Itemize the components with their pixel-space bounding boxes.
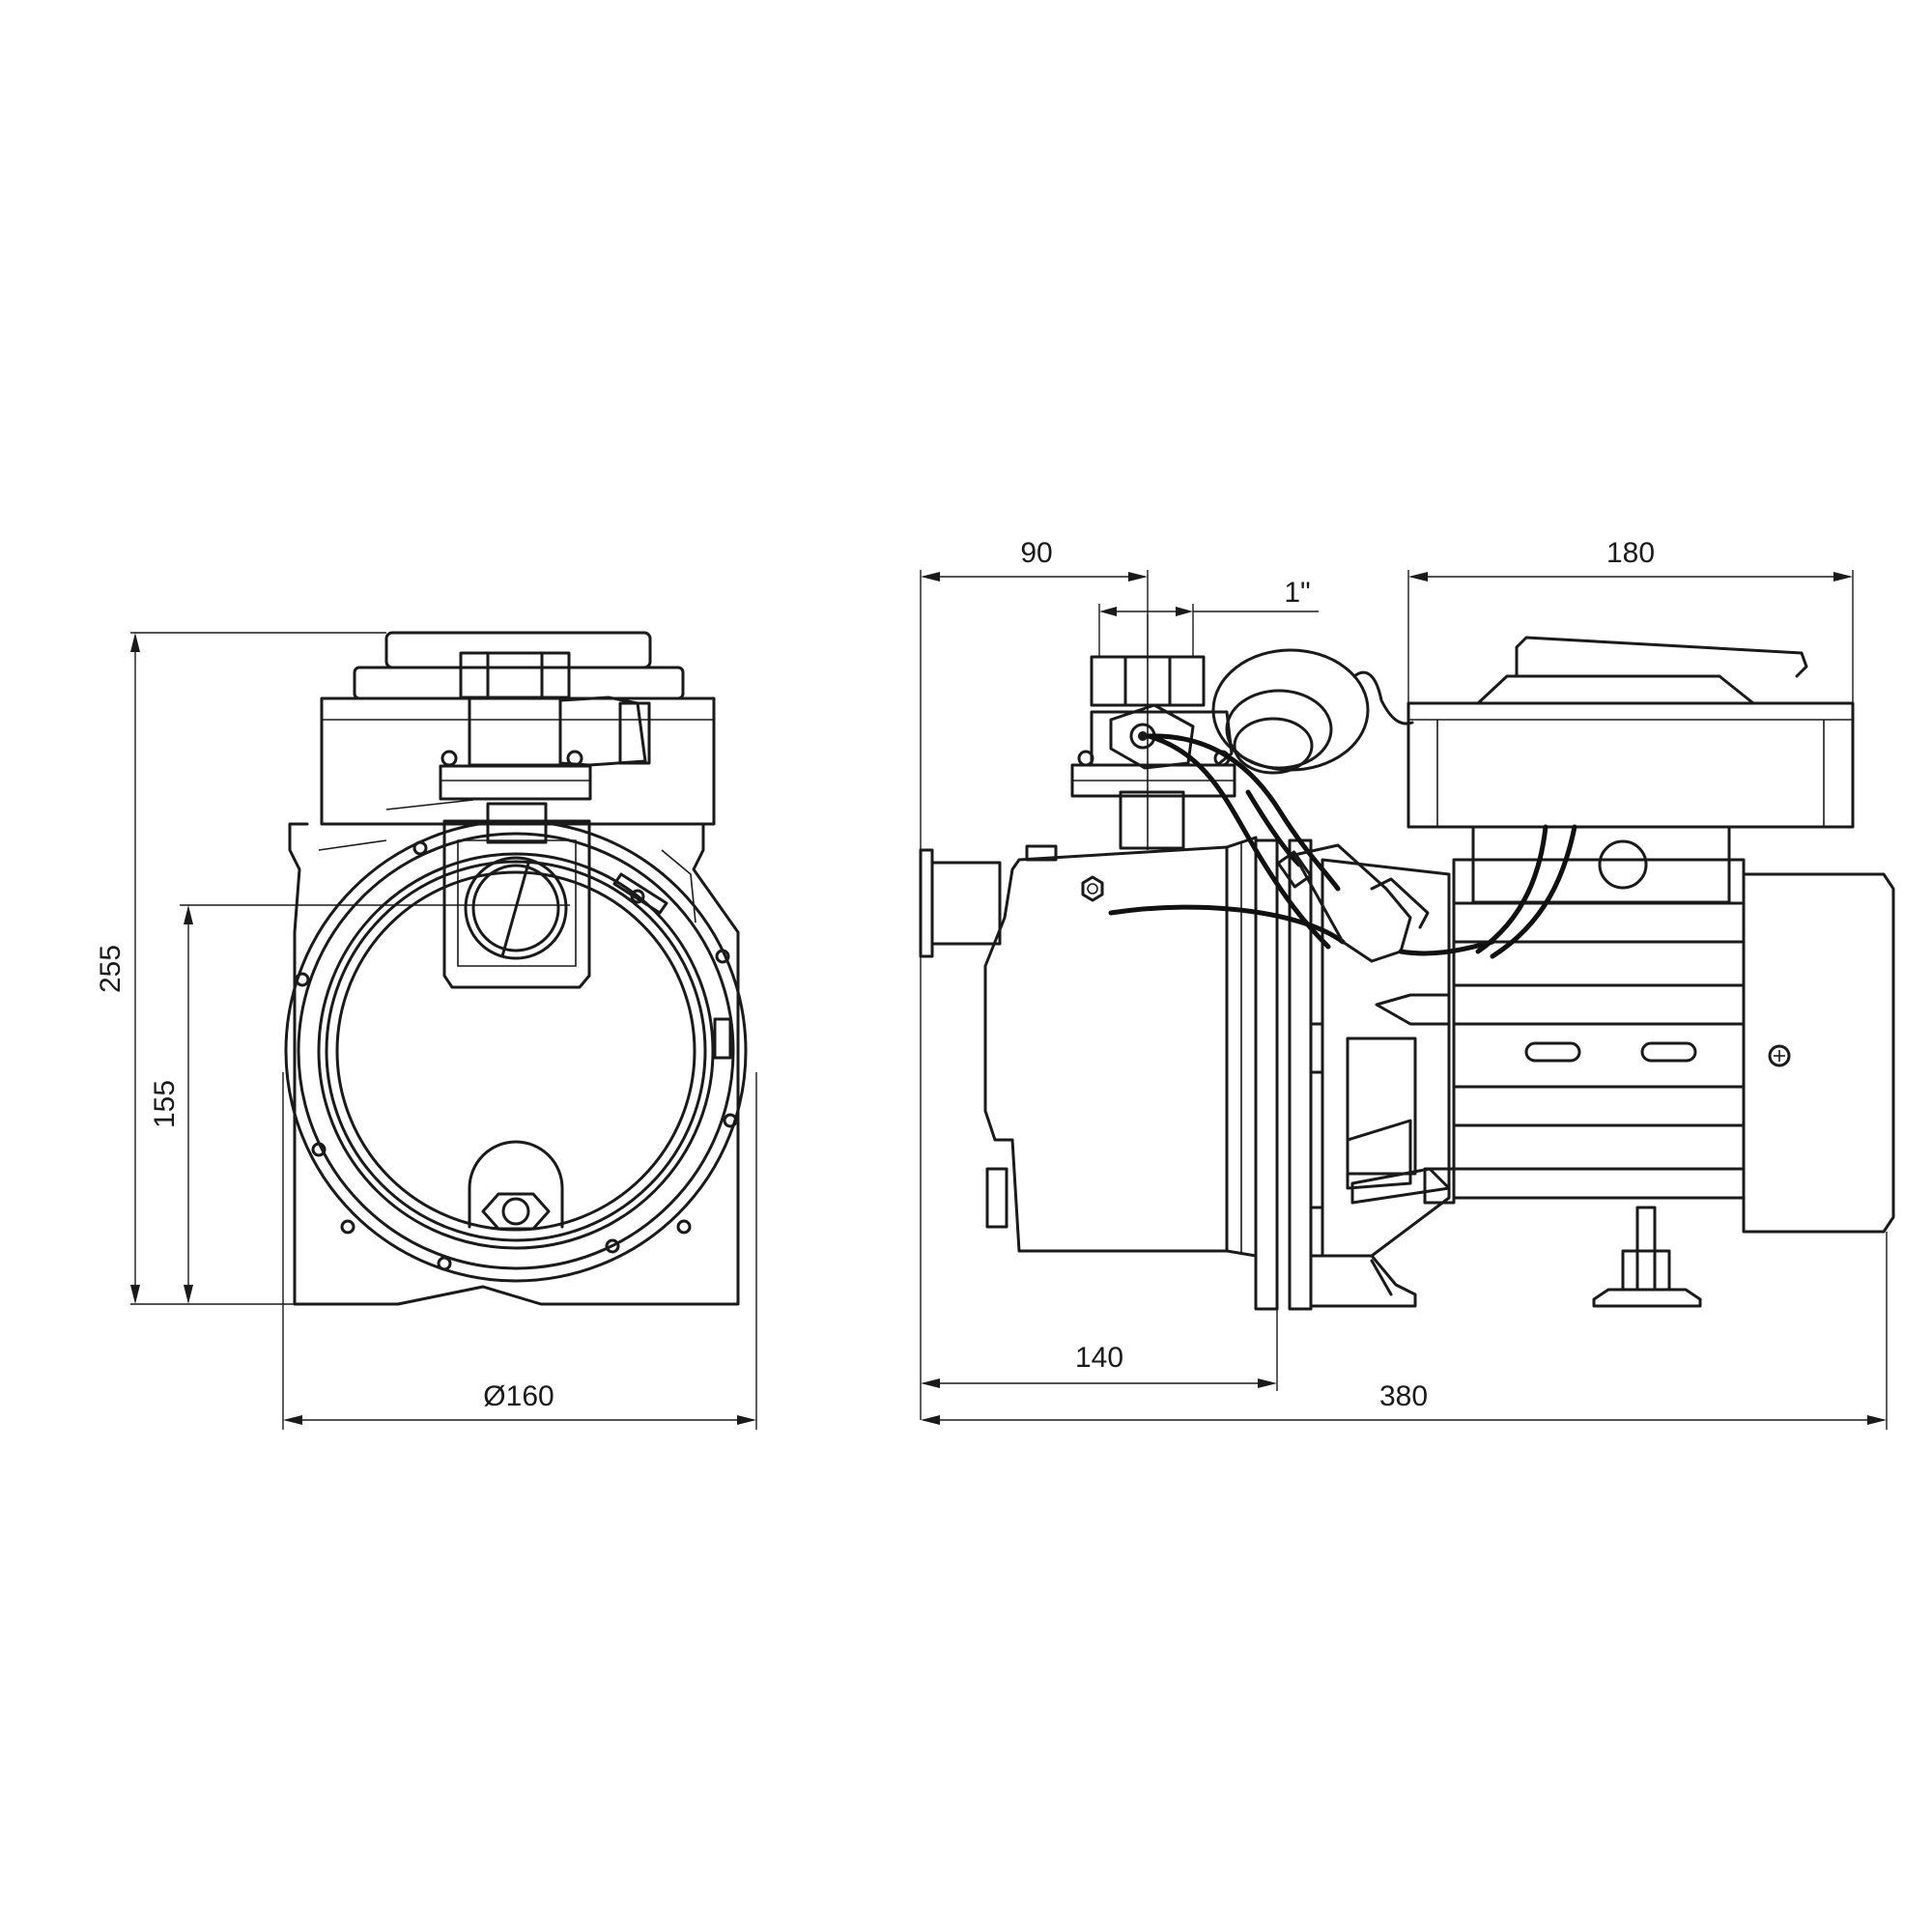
front-volute: [284, 819, 748, 1283]
side-pump-body: [983, 836, 1258, 1258]
dim-label-90: 90: [1020, 537, 1052, 569]
side-view: 90 1" 180 140 380: [919, 537, 1895, 1430]
side-terminal-box: [1406, 636, 1855, 959]
side-power-cable: [1108, 648, 1495, 963]
side-dimensions: [920, 570, 1888, 1430]
front-priming-plug: [180, 819, 591, 989]
dim-label-380: 380: [1379, 1380, 1428, 1412]
side-foot: [1370, 1206, 1702, 1308]
front-outlet-fitting: [385, 651, 651, 844]
front-dimensions: [130, 632, 757, 1430]
dim-label-140: 140: [1075, 1342, 1123, 1374]
side-flanges: [1254, 838, 1324, 1311]
front-view: 255 155 Ø160: [95, 631, 757, 1430]
dim-label-diameter-160: Ø160: [483, 1380, 554, 1412]
front-terminal-box: [320, 631, 716, 826]
side-suction-inlet: [919, 848, 1002, 958]
front-housing: [288, 822, 740, 1306]
front-drain-plug: [468, 1140, 564, 1231]
side-discharge-outlet: [1070, 614, 1236, 850]
dim-label-1-inch: 1": [1284, 577, 1310, 609]
dim-label-155: 155: [149, 1080, 181, 1128]
side-motor: [1309, 858, 1895, 1308]
dim-label-180: 180: [1606, 537, 1655, 569]
dim-label-255: 255: [95, 945, 127, 993]
